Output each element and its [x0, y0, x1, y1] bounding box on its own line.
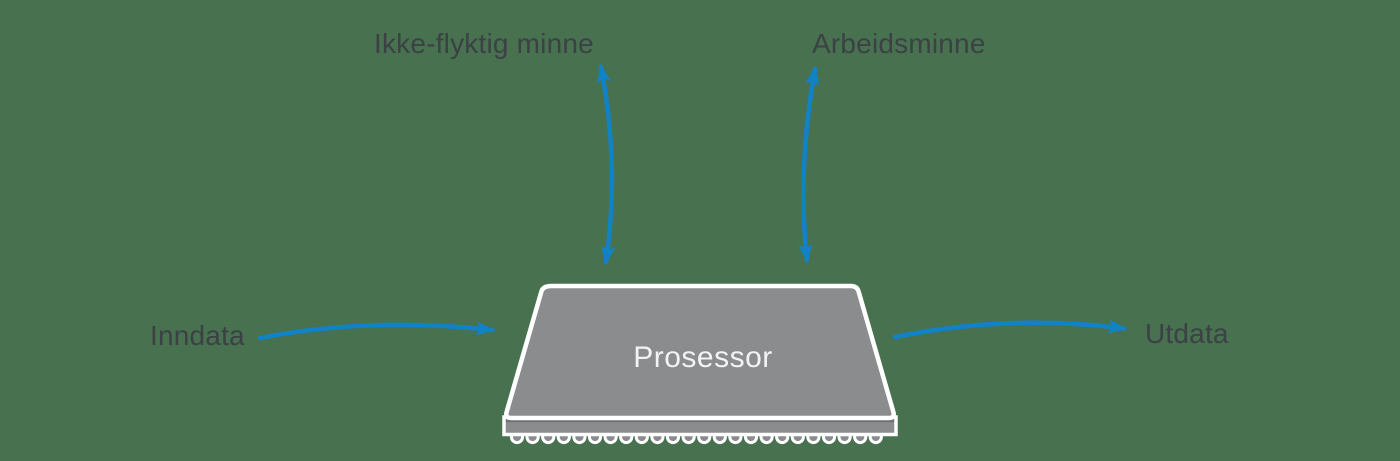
label-output: Utdata — [1145, 318, 1229, 349]
working-memory-arrow — [798, 65, 820, 264]
input-arrow — [257, 321, 496, 341]
label-input: Inndata — [150, 320, 245, 351]
processor-chip-body — [504, 283, 896, 421]
label-nonvolatile-memory: Ikke-flyktig minne — [374, 28, 594, 59]
output-arrow — [892, 319, 1128, 340]
processor-chip-label: Prosessor — [633, 341, 773, 374]
label-working-memory: Arbeidsminne — [812, 28, 986, 59]
nonvolatile-memory-arrow — [596, 63, 616, 266]
